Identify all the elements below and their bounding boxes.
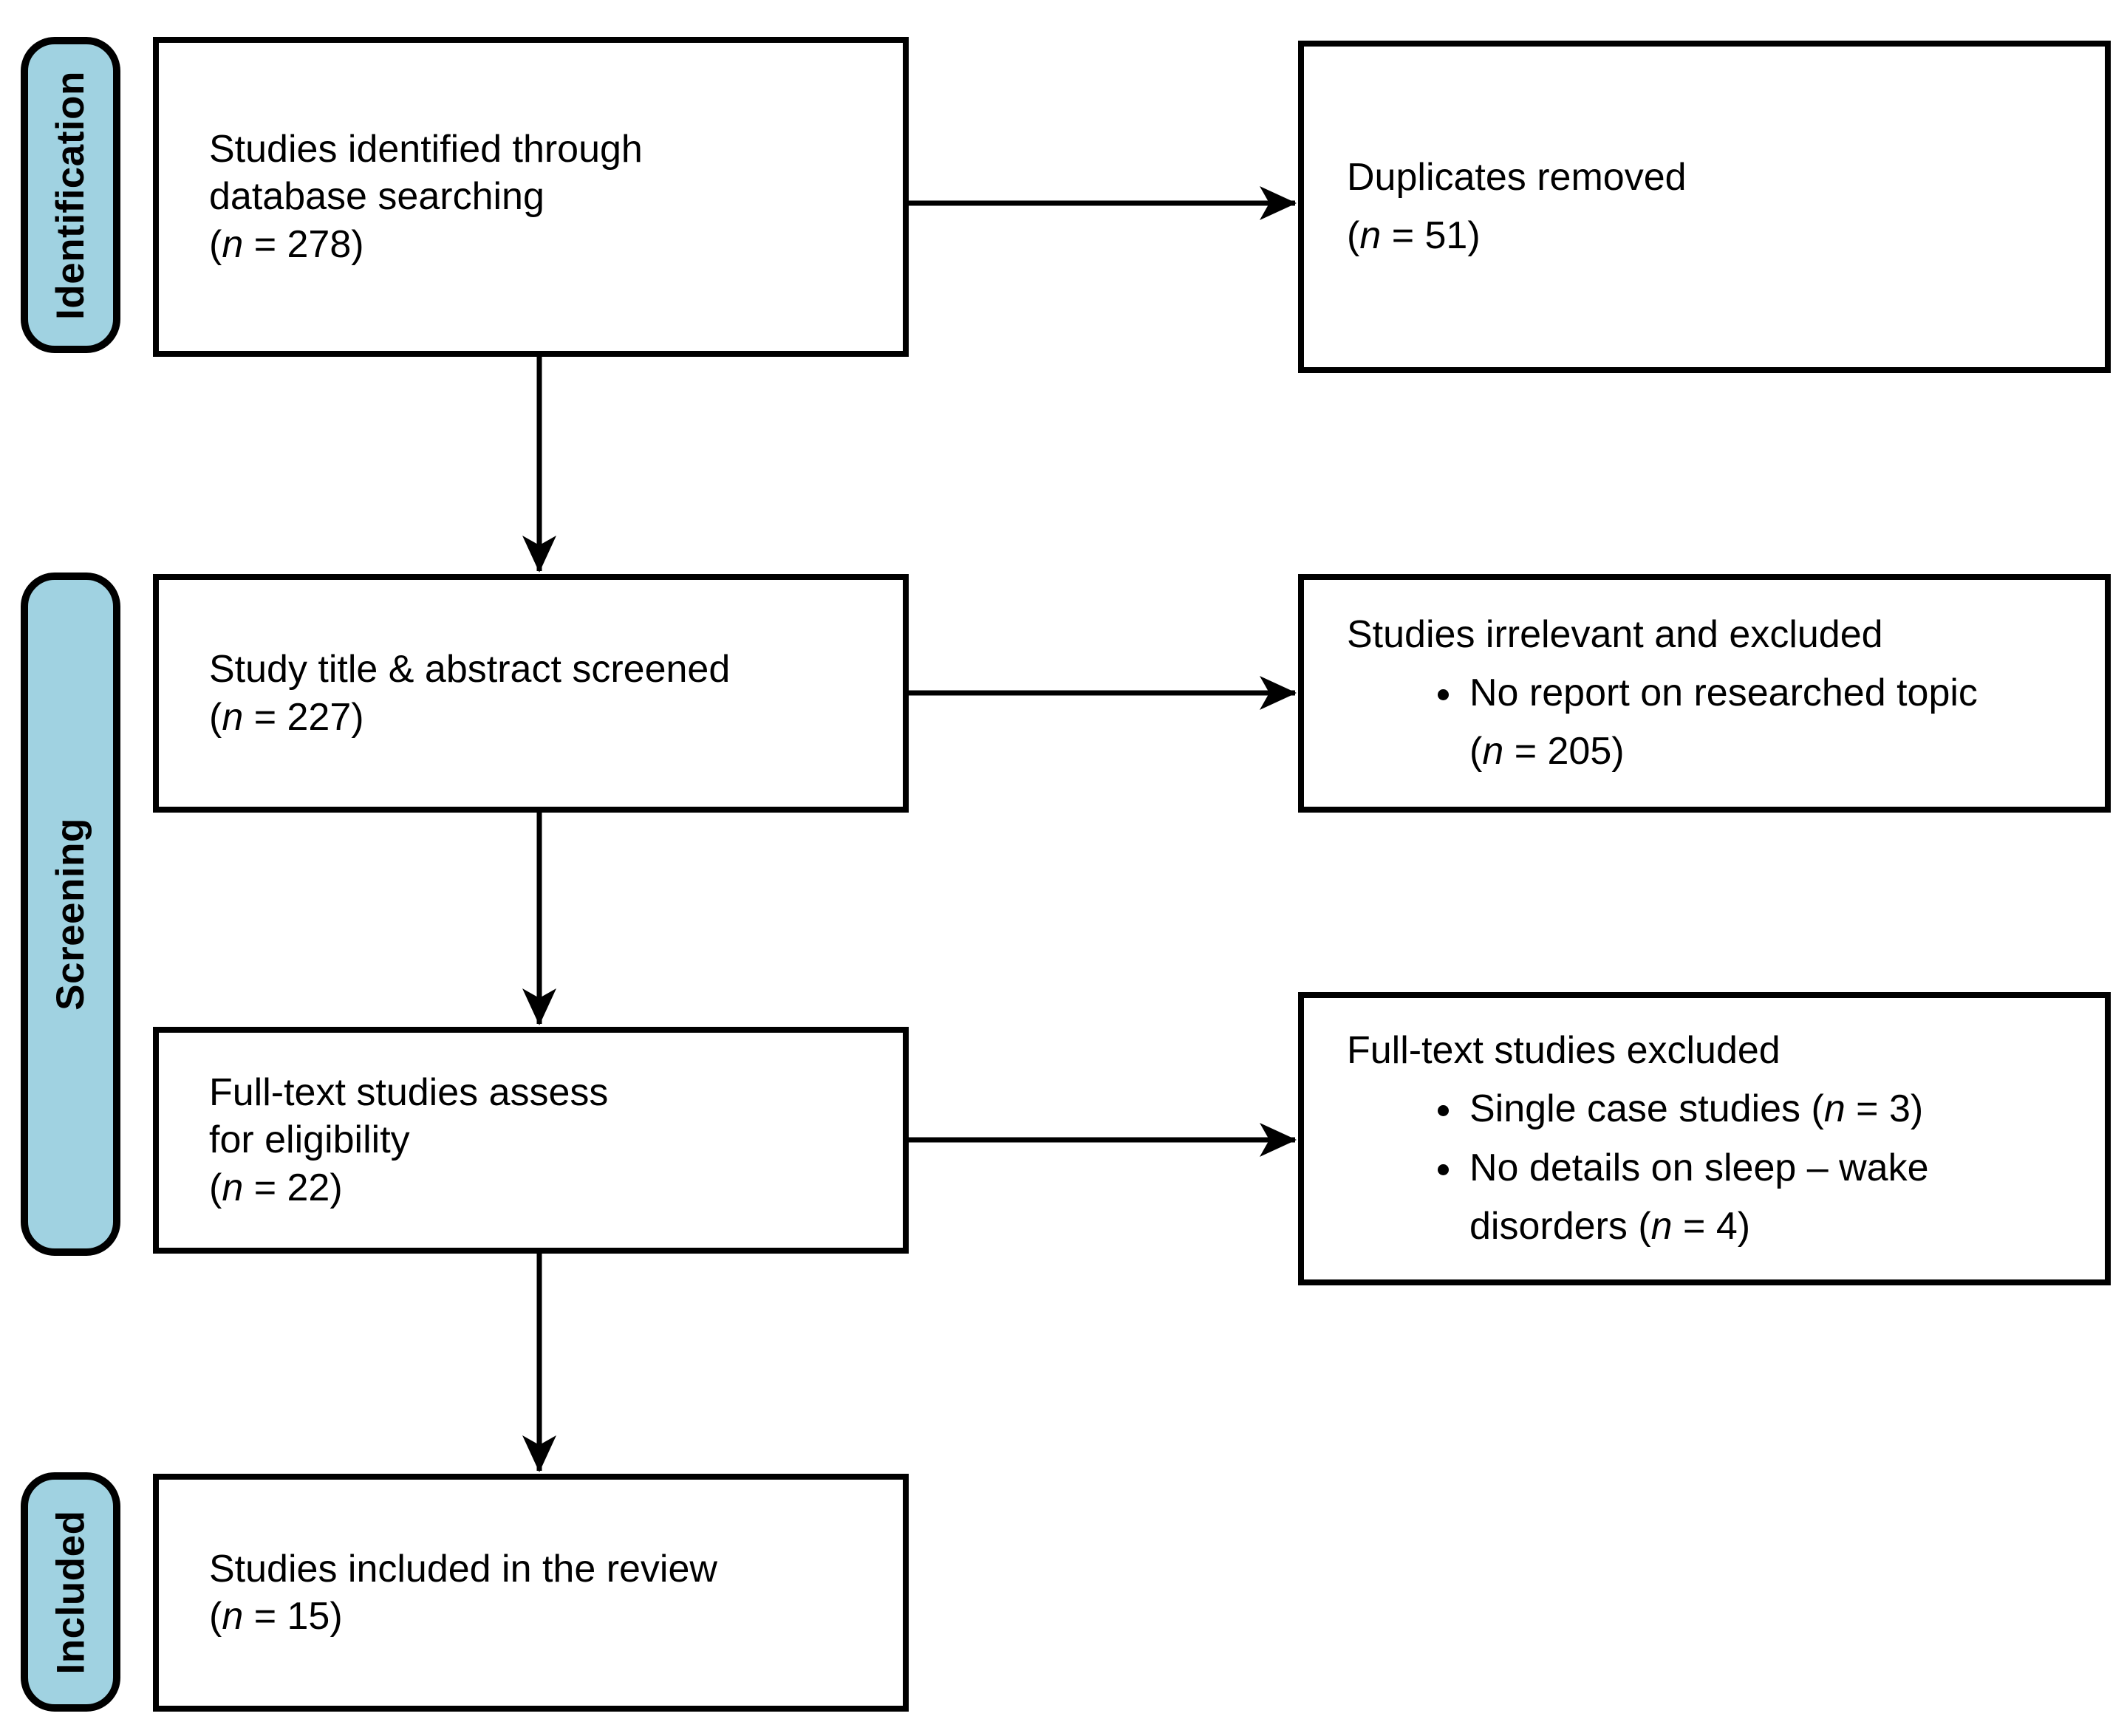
box-text-line: Studies identified through xyxy=(209,127,643,171)
bullet-count-line: disorders (n = 4) xyxy=(1469,1204,1751,1248)
exclusion-reason-list: No report on researched topic (n = 205) xyxy=(1347,664,1978,781)
box-title-abstract-screened: Study title & abstract screened (n = 227… xyxy=(153,574,909,813)
box-studies-identified: Studies identified through database sear… xyxy=(153,37,909,357)
exclusion-reason-item: Single case studies (n = 3) xyxy=(1465,1080,1929,1138)
box-count-line: (n = 22) xyxy=(209,1166,343,1209)
box-title-line: Studies irrelevant and excluded xyxy=(1347,612,1883,656)
box-text-line: for eligibility xyxy=(209,1118,410,1162)
exclusion-reason-item: No details on sleep – wake disorders (n … xyxy=(1465,1139,1929,1256)
box-count-line: (n = 227) xyxy=(209,695,364,739)
box-text-line: Full-text studies assess xyxy=(209,1070,609,1114)
bullet-count-line: (n = 205) xyxy=(1469,730,1625,773)
box-title-line: Full-text studies excluded xyxy=(1347,1029,1781,1073)
box-count-line: (n = 15) xyxy=(209,1595,343,1638)
stage-label-text: Screening xyxy=(49,818,93,1011)
box-fulltext-assessed: Full-text studies assess for eligibility… xyxy=(153,1027,909,1254)
box-duplicates-removed: Duplicates removed (n = 51) xyxy=(1298,41,2111,373)
box-text-line: Study title & abstract screened xyxy=(209,648,731,691)
box-text-line: Studies included in the review xyxy=(209,1547,717,1590)
bullet-text-line: No details on sleep – wake xyxy=(1469,1146,1929,1189)
exclusion-reason-item: No report on researched topic (n = 205) xyxy=(1465,664,1978,781)
bullet-text-line: Single case studies (n = 3) xyxy=(1469,1087,1924,1131)
bullet-text-line: No report on researched topic xyxy=(1469,671,1978,714)
box-text-line: database searching xyxy=(209,175,544,219)
exclusion-reason-list: Single case studies (n = 3) No details o… xyxy=(1347,1080,1929,1255)
stage-label-text: Identification xyxy=(49,70,92,320)
box-count-line: (n = 51) xyxy=(1347,214,1481,257)
stage-label-identification: Identification xyxy=(21,37,120,353)
box-fulltext-excluded: Full-text studies excluded Single case s… xyxy=(1298,992,2111,1285)
box-count-line: (n = 278) xyxy=(209,222,364,266)
stage-label-text: Included xyxy=(49,1510,92,1674)
stage-label-included: Included xyxy=(21,1472,120,1712)
box-text-line: Duplicates removed xyxy=(1347,155,1687,199)
box-studies-included: Studies included in the review (n = 15) xyxy=(153,1474,909,1712)
stage-label-screening: Screening xyxy=(21,573,120,1256)
box-irrelevant-excluded: Studies irrelevant and excluded No repor… xyxy=(1298,574,2111,813)
